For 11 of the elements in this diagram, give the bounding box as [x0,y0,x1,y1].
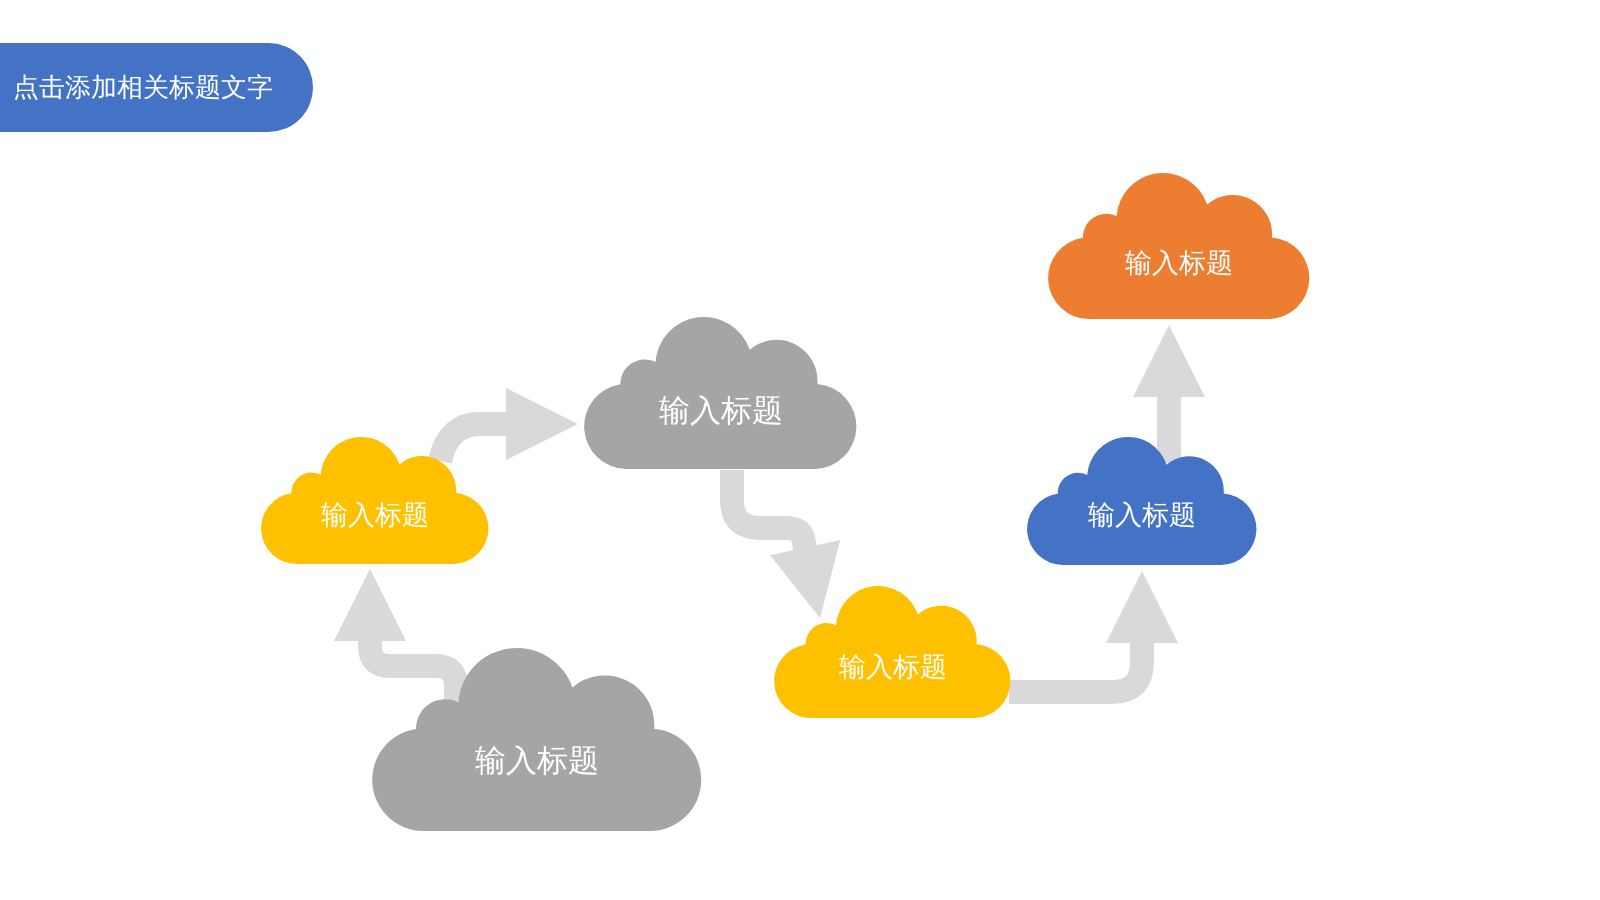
arrow [334,569,468,701]
cloud-label: 输入标题 [658,391,783,430]
arrow [1133,325,1205,463]
cloud-label: 输入标题 [321,498,429,532]
arrow [1009,571,1178,704]
cloud-label: 输入标题 [1088,499,1196,533]
cloud-label: 输入标题 [1125,246,1233,280]
title-text: 点击添加相关标题文字 [13,71,273,104]
cloud-label: 输入标题 [475,742,599,781]
cloud-label: 输入标题 [838,650,947,684]
arrow [428,388,578,464]
